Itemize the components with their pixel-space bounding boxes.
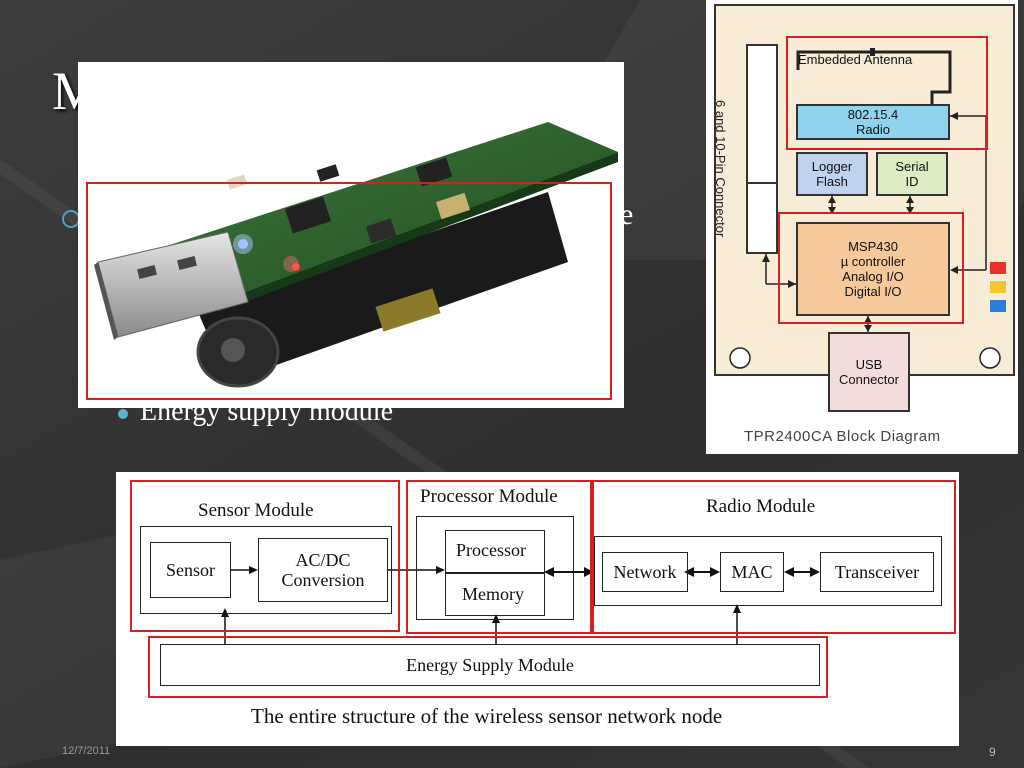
mcu-block: MSP430 µ controller Analog I/O Digital I… <box>796 222 950 316</box>
radio-module-label: Radio Module <box>706 496 816 517</box>
usb-line: Connector <box>839 372 899 387</box>
bullet-dot-icon <box>118 408 128 419</box>
logger-line: Logger <box>811 159 853 174</box>
memory-label: Memory <box>462 584 524 604</box>
wsn-diagram-caption: The entire structure of the wireless sen… <box>251 704 723 728</box>
mcu-line: Analog I/O <box>842 269 904 284</box>
radio-block: 802.15.4 Radio <box>796 104 950 140</box>
acdc-line: Conversion <box>281 570 365 590</box>
radio-module-box <box>594 536 942 606</box>
tpr2400ca-block-diagram: 6 and 10-Pin Connector Embedded Antenna … <box>706 0 1018 454</box>
led-yellow-swatch <box>990 281 1006 293</box>
mac-block: MAC <box>720 552 784 592</box>
mcu-line: Digital I/O <box>844 284 902 299</box>
mcu-line: MSP430 <box>848 239 898 254</box>
slide-date: 12/7/2011 <box>62 745 111 757</box>
pin-connector-10 <box>746 182 778 254</box>
usb-connector-block: USB Connector <box>828 332 910 412</box>
slide-page-number: 9 <box>989 745 996 759</box>
sensor-module-box <box>140 526 392 614</box>
led-blue-swatch <box>990 300 1006 312</box>
serial-line: Serial <box>895 159 929 174</box>
usb-line: USB <box>855 357 883 372</box>
wsn-node-structure-diagram: Sensor Module Sensor AC/DC Conversion Pr… <box>116 472 959 746</box>
processor-module-label: Processor Module <box>420 486 558 507</box>
network-block: Network <box>602 552 688 592</box>
serial-line: ID <box>905 174 919 189</box>
radio-line: Radio <box>856 122 890 137</box>
mcu-line: µ controller <box>840 254 906 269</box>
acdc-conversion-block: AC/DC Conversion <box>258 538 388 602</box>
antenna-label: Embedded Antenna <box>798 52 913 67</box>
logger-flash-block: Logger Flash <box>796 152 868 196</box>
sensor-module-label: Sensor Module <box>198 500 314 521</box>
sensor-block: Sensor <box>150 542 231 598</box>
sensor-mote-photo <box>78 62 624 408</box>
radio-line: 802.15.4 <box>847 107 899 122</box>
photo-highlight-frame <box>86 182 612 400</box>
processor-module-box <box>416 516 574 620</box>
sensor-mote-illustration <box>94 122 618 388</box>
led-red-swatch <box>990 262 1006 274</box>
acdc-line: AC/DC <box>295 550 351 570</box>
transceiver-block: Transceiver <box>820 552 934 592</box>
radio-highlight-frame <box>786 36 988 150</box>
processor-memory-divider <box>445 572 545 574</box>
processor-module-highlight-frame <box>406 480 592 634</box>
energy-supply-module-block: Energy Supply Module <box>160 644 820 686</box>
tpr-diagram-caption: TPR2400CA Block Diagram <box>744 428 941 445</box>
processor-label: Processor <box>456 540 526 560</box>
mcu-highlight-frame <box>778 212 964 324</box>
radio-module-highlight-frame <box>592 480 956 634</box>
energy-supply-highlight-frame <box>148 636 828 698</box>
wsn-connections <box>221 566 820 644</box>
logger-line: Flash <box>816 174 848 189</box>
sensor-module-highlight-frame <box>130 480 400 632</box>
serial-id-block: Serial ID <box>876 152 948 196</box>
